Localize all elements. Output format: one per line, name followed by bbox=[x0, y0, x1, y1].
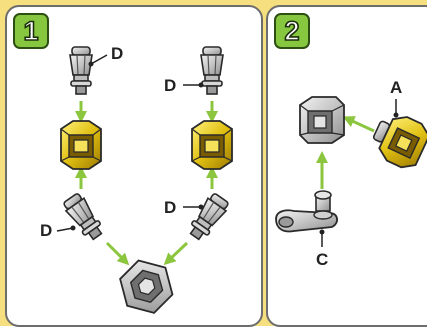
assembly-arrows bbox=[316, 116, 375, 189]
step-2-number: 2 bbox=[284, 15, 301, 47]
step-2-badge: 2 bbox=[274, 13, 310, 49]
part-label-d: D bbox=[164, 76, 176, 95]
part-label-d: D bbox=[40, 221, 52, 240]
grey-connector-piece-icon bbox=[69, 46, 93, 95]
grey-connector-piece-icon bbox=[60, 190, 108, 244]
step-1-number: 1 bbox=[23, 15, 40, 47]
grey-connector-piece-icon bbox=[200, 46, 224, 95]
part-label-a: A bbox=[390, 78, 402, 97]
step-1-badge: 1 bbox=[13, 13, 49, 49]
part-label-d: D bbox=[164, 198, 176, 217]
part-label-d: D bbox=[111, 44, 123, 63]
step-2-diagram: A C bbox=[275, 78, 427, 269]
grey-hub-icon bbox=[299, 96, 345, 144]
grey-connector-piece-icon bbox=[184, 190, 232, 244]
yellow-hub-icon bbox=[191, 120, 233, 170]
label-leaders bbox=[56, 54, 204, 232]
part-label-c: C bbox=[316, 250, 328, 269]
yellow-hub-icon bbox=[60, 120, 102, 170]
step-1-panel: 1 bbox=[5, 5, 263, 327]
grey-hub-icon bbox=[109, 249, 184, 324]
step-2-panel: 2 bbox=[266, 5, 427, 327]
assembly-arrows bbox=[75, 101, 218, 266]
grey-pivot-arm-icon bbox=[275, 190, 338, 233]
step-1-diagram: D D D D bbox=[40, 44, 233, 324]
yellow-hub-icon bbox=[372, 116, 427, 169]
label-leaders bbox=[319, 99, 399, 247]
